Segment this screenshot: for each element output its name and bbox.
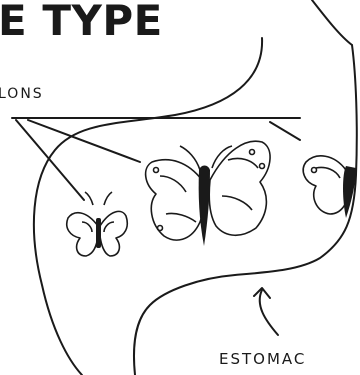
butterfly-icon (67, 192, 128, 256)
stomach-arrow-head (254, 288, 270, 298)
body-edge-right (312, 0, 352, 45)
pointer-line (28, 120, 140, 162)
stomach-outline (134, 45, 357, 375)
pointer-line (16, 120, 84, 200)
butterfly-icon (146, 141, 270, 246)
butterfly-icon (303, 156, 356, 218)
pointer-line (270, 122, 300, 140)
torso-outline (34, 38, 262, 375)
